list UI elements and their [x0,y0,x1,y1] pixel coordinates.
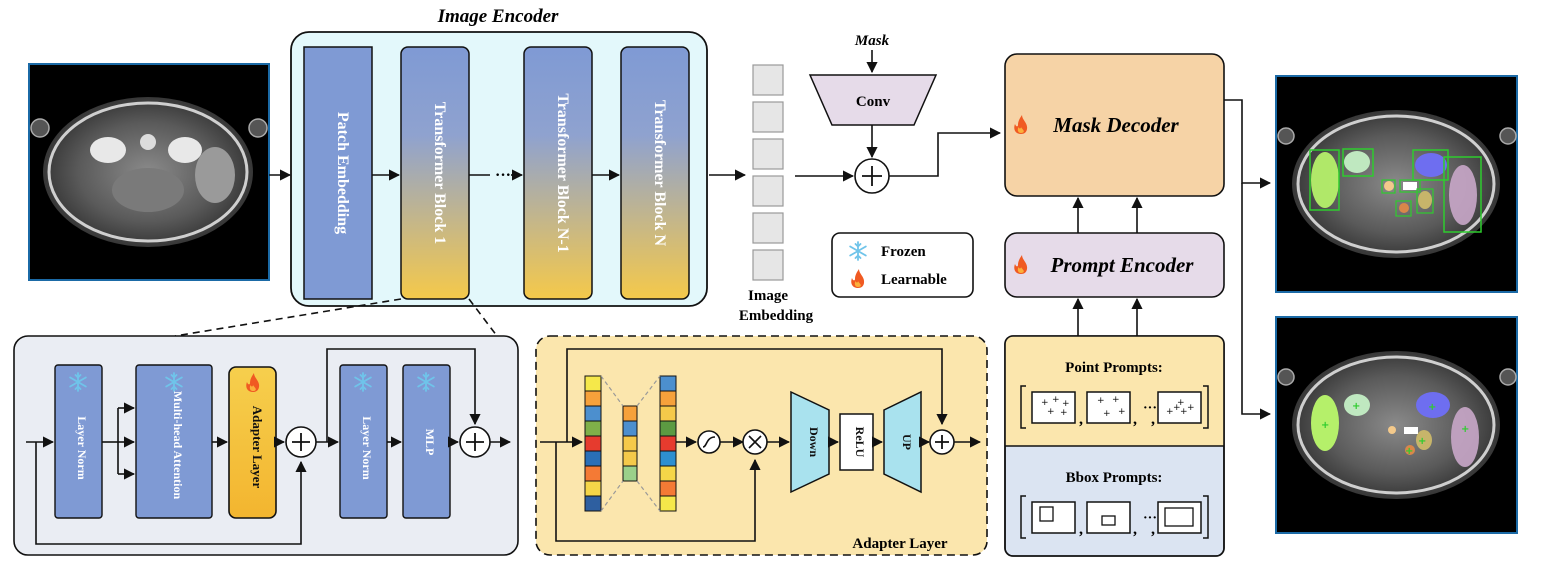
adapter-input-vector [584,375,602,512]
bbox-prompts-set [1020,495,1209,539]
svg-text:+: + [1060,408,1068,418]
transformer-block-n [620,46,690,300]
mask-label: Mask [854,33,890,49]
svg-text:+: + [1173,403,1181,413]
image-embedding-label-1: Image [748,288,788,304]
point-comma-2: , [1133,411,1137,428]
svg-text:+: + [1166,407,1174,417]
transformer-block-1-label: Transformer Block 1 [431,102,448,245]
transformer-block-n-label: Transformer Block N [651,100,668,247]
svg-text:+: + [1062,399,1070,409]
image-encoder-panel [290,31,708,307]
mlp-label: MLP [423,429,437,456]
point-prompts-label: Point Prompts: [1065,360,1163,376]
svg-text:+: + [1180,407,1188,417]
svg-text:+: + [1177,398,1185,408]
point-comma-1: , [1079,411,1083,428]
up-projection-block [883,390,922,494]
layer-norm-2-label: Layer Norm [360,416,374,479]
svg-text:+: + [1461,424,1469,435]
svg-text:+: + [1118,407,1126,417]
image-embedding-stack [752,64,784,281]
mask-decoder-label: Mask Decoder [1052,113,1179,137]
svg-text:+: + [1047,407,1055,417]
svg-text:+: + [1097,396,1105,406]
adapter-bottleneck-vector [622,405,638,482]
legend-frozen-label: Frozen [881,244,926,260]
prompt-encoder-label: Prompt Encoder [1050,253,1195,277]
image-embedding-label-2: Embedding [739,308,814,324]
svg-text:+: + [1041,398,1049,408]
svg-text:+: + [1187,403,1195,413]
svg-text:+: + [1405,446,1413,457]
bbox-prompts-label: Bbox Prompts: [1066,470,1163,486]
point-comma-3: , [1151,411,1155,428]
svg-text:+: + [1103,409,1111,419]
transformer-block-1 [400,46,470,300]
conv-label: Conv [856,94,891,110]
svg-text:+: + [1428,402,1436,413]
bbox-comma-3: , [1151,521,1155,538]
transformer-block-n-1-label: Transformer Block N-1 [554,93,571,252]
svg-text:+: + [1052,395,1060,405]
svg-text:+: + [1418,436,1426,447]
input-mri-image [28,63,270,281]
bbox-comma-1: , [1079,521,1083,538]
svg-text:+: + [1352,401,1360,412]
bbox-comma-2: , [1133,521,1137,538]
svg-text:+: + [1112,395,1120,405]
prompt-encoder-block [1004,232,1225,298]
encoder-title: Image Encoder [437,6,559,27]
patch-embedding-label: Patch Embedding [334,112,351,234]
mask-decoder-block [1004,53,1225,197]
svg-text:+: + [1321,420,1329,431]
adapter-detail-caption: Adapter Layer [852,536,947,552]
sigmoid-node [697,430,721,454]
output-bbox-segmentation [1275,75,1518,293]
point-prompts-set: +++++ ++++ +++++ [1020,385,1209,429]
adapter-layer-label: Adapter Layer [250,406,265,489]
legend-box [831,232,974,298]
down-projection-block [790,390,830,494]
relu-label: ReLU [853,427,867,458]
conv-block [808,74,938,126]
multi-head-attention-label: Multi-head Attention [171,391,185,500]
adapter-output-vector [659,375,677,512]
patch-embedding-block [303,46,373,300]
legend-learnable-label: Learnable [881,272,947,288]
down-label: Down [807,427,821,457]
up-label: UP [900,434,914,450]
layer-norm-1-label: Layer Norm [75,416,89,479]
output-point-segmentation: + + + + + + [1275,316,1518,534]
transformer-block-n-1 [523,46,593,300]
point-ellipsis: ··· [1143,401,1157,416]
bbox-ellipsis: ··· [1143,511,1157,526]
encoder-ellipsis: ··· [495,167,511,184]
